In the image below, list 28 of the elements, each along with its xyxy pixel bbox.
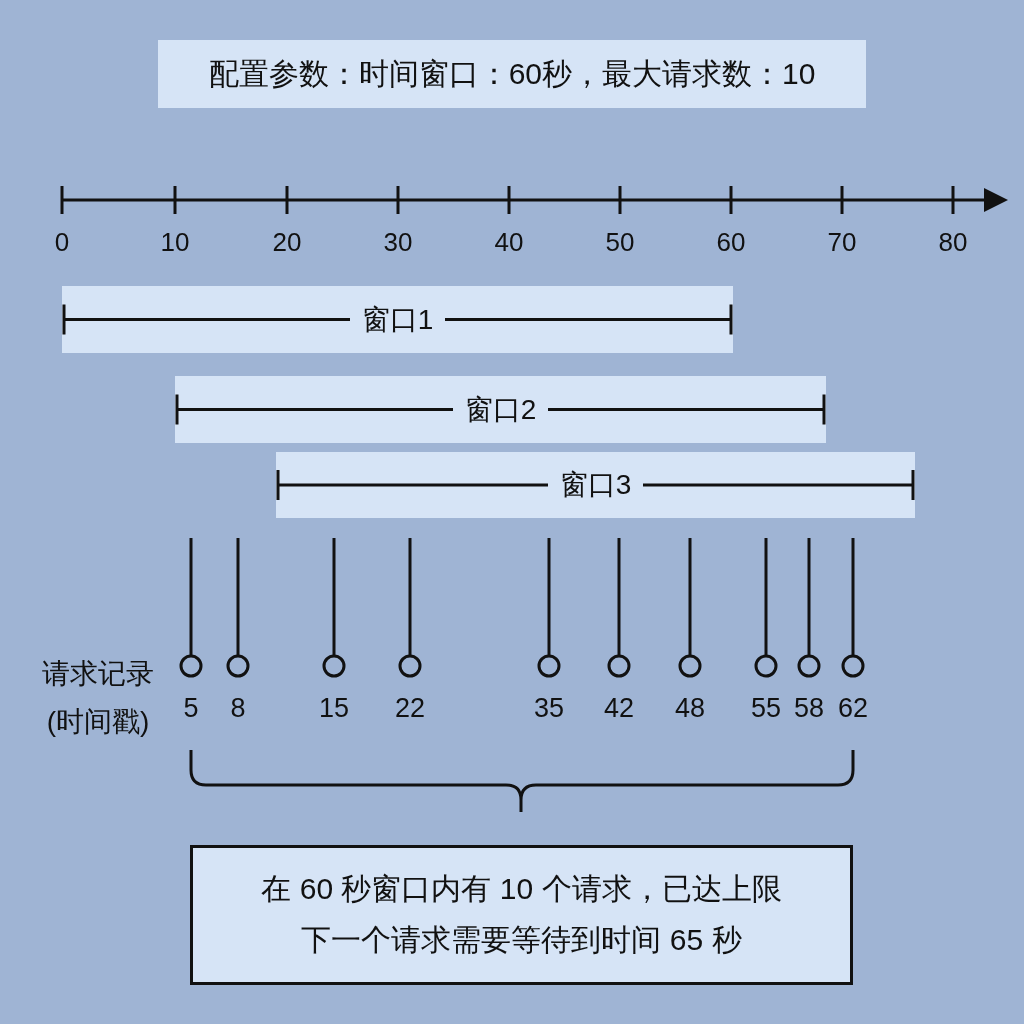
timestamp-label: 8 (230, 692, 246, 724)
tick-label: 50 (605, 226, 635, 258)
window-band (175, 376, 826, 443)
tick-label: 40 (494, 226, 524, 258)
timestamp-label: 42 (604, 692, 634, 724)
timestamp-label: 22 (395, 692, 425, 724)
note-box (190, 845, 853, 985)
timestamp-label: 5 (183, 692, 199, 724)
tick-label: 20 (272, 226, 302, 258)
tick-label: 10 (160, 226, 190, 258)
note-text: 下一个请求需要等待到时间 65 秒 (301, 922, 742, 958)
timestamp-label: 48 (675, 692, 705, 724)
tick-label: 80 (938, 226, 968, 258)
timestamp-label: 58 (794, 692, 824, 724)
tick-label: 70 (827, 226, 857, 258)
window-band (276, 452, 915, 518)
tick-label: 0 (54, 226, 70, 258)
note-text: 在 60 秒窗口内有 10 个请求，已达上限 (261, 871, 782, 907)
tick-label: 60 (716, 226, 746, 258)
row-label: 请求记录 (时间戳) (41, 657, 155, 739)
timestamp-label: 35 (534, 692, 564, 724)
timestamp-label: 55 (751, 692, 781, 724)
config-text: 配置参数：时间窗口：60秒，最大请求数：10 (208, 55, 816, 92)
window-band (62, 286, 733, 353)
timestamp-label: 62 (838, 692, 868, 724)
config-panel (158, 40, 866, 108)
tick-label: 30 (383, 226, 413, 258)
timestamp-label: 15 (319, 692, 349, 724)
